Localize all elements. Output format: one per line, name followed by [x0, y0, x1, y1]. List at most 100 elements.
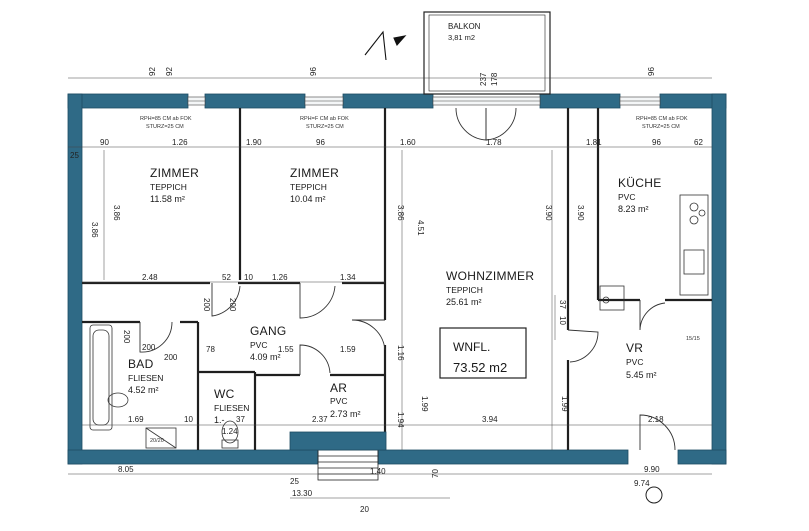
- room-zimmer-2-area: 10.04 m²: [290, 194, 326, 204]
- dimension-lines: [68, 77, 712, 499]
- room-bad-area: 4.52 m²: [128, 385, 159, 395]
- dim-v-1: 200: [202, 298, 211, 312]
- room-vr-area: 5.45 m²: [626, 370, 657, 380]
- dim-top-8: 96: [652, 138, 661, 147]
- dim-top-6: 1.78: [486, 138, 502, 147]
- room-bad-floor: FLIESEN: [128, 373, 163, 383]
- room-ar-area: 2.73 m²: [330, 409, 361, 419]
- dim-h-4: 3.90: [544, 205, 553, 221]
- balcony: [423, 11, 551, 95]
- dim-v-4: 200: [164, 353, 178, 362]
- dim-b-8: 20: [360, 505, 369, 514]
- dim-bad-1: 200: [122, 330, 131, 344]
- dim-v-2: 200: [228, 298, 237, 312]
- apartment-badge: [645, 486, 663, 504]
- dim-v-10: 10: [558, 316, 567, 325]
- room-ar-floor: PVC: [330, 396, 347, 406]
- dim-h-5: 3.90: [576, 205, 585, 221]
- dim-gang-3: 1.59: [340, 345, 356, 354]
- window-note-1-line1: RPH=85 CM ab FOK: [140, 116, 192, 122]
- dim-h-2: 3.86: [396, 205, 405, 221]
- room-kueche-name: KÜCHE: [618, 176, 662, 190]
- balcony-name: BALKON: [448, 22, 481, 31]
- room-wc-name: WC: [214, 387, 235, 401]
- schacht-note: 20/20: [150, 438, 164, 444]
- window-note-3-line1: RPH=85 CM ab FOK: [636, 116, 688, 122]
- total-area-box: [439, 327, 527, 379]
- dim-top-9: 62: [694, 138, 703, 147]
- room-wc-floor: FLIESEN: [214, 403, 249, 413]
- dim-open-3: 96: [309, 67, 318, 76]
- room-kueche-area: 8.23 m²: [618, 204, 649, 214]
- dim-top-2: 1.26: [172, 138, 188, 147]
- dim-open-6: 96: [647, 67, 656, 76]
- kueche-flue-note: 15/15: [686, 336, 700, 342]
- dim-v-7: 1.99: [560, 396, 569, 412]
- dim-mid-2: 52: [222, 273, 231, 282]
- dim-bi-1: 1.69: [128, 415, 144, 424]
- dim-mid-4: 1.26: [272, 273, 288, 282]
- dim-v-9: 37: [558, 300, 567, 309]
- total-area-value: 73.52 m2: [453, 360, 507, 375]
- dim-v-5: 1.16: [396, 345, 405, 361]
- dim-b-2: 25: [290, 477, 299, 486]
- dim-h-3: 4.51: [416, 220, 425, 236]
- dim-gang-1: 78: [206, 345, 215, 354]
- dim-top-5: 1.60: [400, 138, 416, 147]
- room-gang-name: GANG: [250, 324, 287, 338]
- room-gang-floor: PVC: [250, 340, 267, 350]
- north-arrow-icon: [364, 30, 407, 61]
- room-vr-floor: PVC: [626, 357, 643, 367]
- room-gang-area: 4.09 m²: [250, 352, 281, 362]
- interior-walls: [82, 108, 712, 450]
- room-bad-name: BAD: [128, 357, 154, 371]
- dim-b-1: 8.05: [118, 465, 134, 474]
- window-note-1-line2: STURZ=25 CM: [146, 124, 184, 130]
- room-zimmer-2-floor: TEPPICH: [290, 182, 327, 192]
- dim-b-6: 1.40: [370, 467, 386, 476]
- entrance-stairs: [289, 431, 387, 481]
- dim-left-1: 25: [70, 151, 79, 160]
- room-wohnzimmer-name: WOHNZIMMER: [446, 269, 534, 283]
- dim-top-7: 1.81: [586, 138, 602, 147]
- dim-gang-2: 1.55: [278, 345, 294, 354]
- dim-bi-4: 1.24: [222, 427, 238, 436]
- dim-mid-3: 10: [244, 273, 253, 282]
- dim-v-3: 200: [142, 343, 156, 352]
- room-zimmer-1-area: 11.58 m²: [150, 194, 185, 204]
- dim-bi-5: 2.37: [312, 415, 328, 424]
- dim-b-3: 9.90: [644, 465, 660, 474]
- fixtures: [89, 194, 709, 449]
- room-kueche-floor: PVC: [618, 192, 635, 202]
- room-wohnzimmer-floor: TEPPICH: [446, 285, 483, 295]
- dim-left-2: 3.86: [90, 222, 99, 238]
- dim-b-5: 13.30: [292, 489, 313, 498]
- room-wohnzimmer-area: 25.61 m²: [446, 297, 482, 307]
- dim-open-4: 237: [479, 72, 488, 86]
- dim-bi-7: 2.18: [648, 415, 664, 424]
- dim-bi-6: 3.94: [482, 415, 498, 424]
- balcony-area: 3,81 m2: [448, 33, 475, 42]
- dim-v-8: 1.94: [396, 412, 405, 428]
- dim-mid-5: 1.34: [340, 273, 356, 282]
- dim-top-1: 90: [100, 138, 109, 147]
- total-area-label: WNFL.: [453, 340, 490, 354]
- dim-top-4: 96: [316, 138, 325, 147]
- dim-top-3: 1.90: [246, 138, 262, 147]
- dim-open-2: 92: [165, 67, 174, 76]
- dim-h-1: 3.86: [112, 205, 121, 221]
- window-note-3-line2: STURZ=25 CM: [642, 124, 680, 130]
- room-zimmer-1-floor: TEPPICH: [150, 182, 187, 192]
- dim-open-1: 92: [148, 67, 157, 76]
- room-zimmer-1-name: ZIMMER: [150, 166, 199, 180]
- dim-open-5: 178: [490, 72, 499, 86]
- room-wc-area: 1.-: [214, 415, 225, 425]
- dim-b-7: 70: [431, 469, 440, 478]
- dim-b-4: 9.74: [634, 479, 650, 488]
- dim-v-6: 1.99: [420, 396, 429, 412]
- room-vr-name: VR: [626, 341, 643, 355]
- room-ar-name: AR: [330, 381, 347, 395]
- dim-mid-1: 2.48: [142, 273, 158, 282]
- windows: [187, 96, 661, 106]
